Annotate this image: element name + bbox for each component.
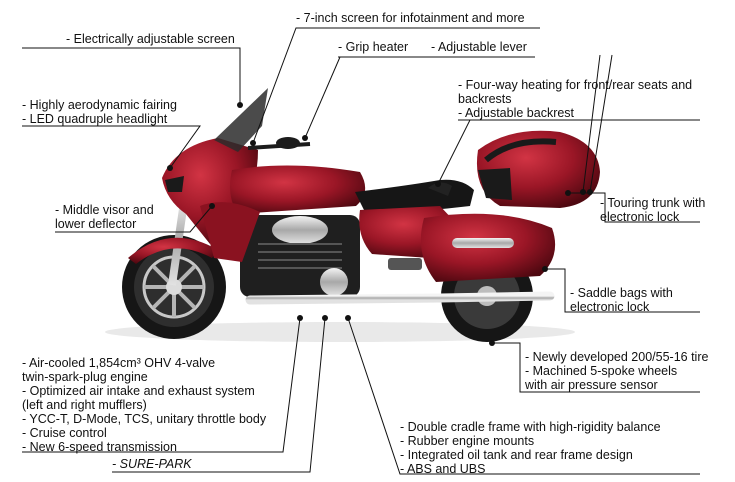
callout-line: - Double cradle frame with high-rigidity… [400,420,661,434]
callout-fairing: - Highly aerodynamic fairing - LED quadr… [22,98,177,126]
callout-heating: - Four-way heating for front/rear seats … [458,78,692,120]
trunk-lid-seam [484,138,557,163]
callout-line: - ABS and UBS [400,462,486,476]
trunk-side-panel [478,168,512,200]
backrest [428,182,452,196]
callout-adjustable-lever: - Adjustable lever [431,40,527,54]
footboard [388,258,422,270]
callout-line: - Four-way heating for front/rear seats … [458,78,693,92]
callout-line: - Rubber engine mounts [400,434,535,448]
callout-7inch-screen: - 7-inch screen for infotainment and mor… [296,11,525,25]
engine-block [240,215,360,297]
callout-line: electronic lock [570,300,650,314]
callout-frame: - Double cradle frame with high-rigidity… [400,420,661,476]
callout-tire: - Newly developed 200/55-16 tire - Machi… [525,350,708,392]
callout-touring-trunk: - Touring trunk with electronic lock [600,196,705,224]
callout-line: - Integrated oil tank and rear frame des… [400,448,633,462]
callout-line: - Middle visor and [55,203,154,217]
front-fairing [162,138,258,244]
callout-line: - Machined 5-spoke wheels [525,364,678,378]
callout-engine: - Air-cooled 1,854cm³ OHV 4-valve twin-s… [22,356,266,454]
callout-middle-visor: - Middle visor and lower deflector [55,203,154,231]
callout-grip-heater: - Grip heater [338,40,409,54]
callout-line: - Air-cooled 1,854cm³ OHV 4-valve [22,356,216,370]
callout-line: twin-spark-plug engine [22,370,148,384]
callout-line: - Optimized air intake and exhaust syste… [22,384,255,398]
headlight [165,176,184,192]
callout-line: - LED quadruple headlight [22,112,168,126]
callout-line: - Adjustable backrest [458,106,575,120]
callout-line: electronic lock [600,210,680,224]
front-fender [128,237,218,264]
callout-line: - Saddle bags with [570,286,673,300]
callout-line: - New 6-speed transmission [22,440,177,454]
callout-line: - YCC-T, D-Mode, TCS, unitary throttle b… [22,412,267,426]
exhaust-pipe [245,291,555,305]
callout-line: - Highly aerodynamic fairing [22,98,177,112]
lower-deflector [200,202,260,262]
callout-electric-screen: - Electrically adjustable screen [66,32,235,46]
saddle-bag-trim [452,238,514,248]
fuel-tank [230,165,366,214]
front-wheel [122,235,226,339]
callout-line: lower deflector [55,217,137,231]
callout-saddle-bags: - Saddle bags with electronic lock [570,286,673,314]
callout-line: - Newly developed 200/55-16 tire [525,350,709,364]
mirror [276,137,300,149]
callout-line: - Cruise control [22,426,107,440]
callout-line: (left and right mufflers) [22,398,147,412]
callout-line: with air pressure sensor [525,378,658,392]
windscreen [214,88,268,152]
callout-line: backrests [458,92,512,106]
callout-sure-park: - SURE-PARK [112,457,192,471]
callout-line: - Touring trunk with [600,196,706,210]
